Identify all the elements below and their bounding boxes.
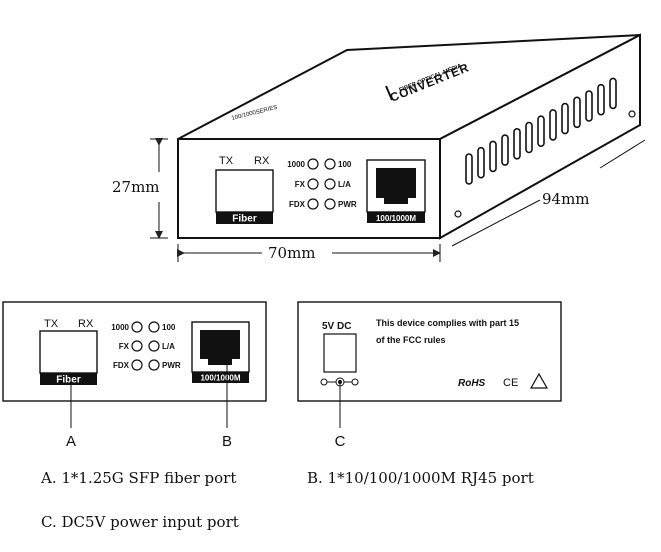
detail-led-label-100: 100 <box>162 323 176 332</box>
led-label-fx: FX <box>295 180 306 189</box>
led-100 <box>324 158 336 170</box>
ce-mark: CE <box>503 377 518 389</box>
vent-slot <box>609 77 617 110</box>
vent-slot <box>501 134 509 166</box>
led-label-1000: 1000 <box>287 160 305 169</box>
callout-label-c: C <box>335 433 346 450</box>
power-port-label: 5V DC <box>322 321 351 332</box>
led-label-la: L/A <box>338 180 351 189</box>
rj45-label-bar <box>367 212 425 223</box>
detail-led-label-1000: 1000 <box>111 323 129 332</box>
caption-rj45-port: B. 1*10/100/1000M RJ45 port <box>307 469 534 487</box>
height-dimension <box>150 138 168 239</box>
led-fx <box>307 178 319 190</box>
rear-panel-detail: 5V DC This device complies with part 15 … <box>297 301 562 402</box>
vent-slot <box>477 146 485 179</box>
side-screw-rear <box>628 110 636 118</box>
detail-sfp-label-bar <box>40 373 97 385</box>
vent-slot <box>597 83 605 116</box>
vent-slot <box>513 128 521 160</box>
width-dimension <box>177 244 441 262</box>
vent-slot <box>537 115 545 147</box>
caption-sfp-port: A. 1*1.25G SFP fiber port <box>41 469 237 487</box>
detail-sfp-tx-label: TX <box>44 318 59 330</box>
detail-led-label-fdx: FDX <box>113 361 130 370</box>
detail-led-fx <box>131 340 143 352</box>
detail-led-la <box>148 340 160 352</box>
led-label-fdx: FDX <box>289 200 306 209</box>
detail-sfp-rx-label: RX <box>78 318 94 330</box>
sfp-label-bar <box>216 212 273 224</box>
led-1000 <box>307 158 319 170</box>
sfp-fiber-label: Fiber <box>232 214 257 225</box>
vent-slot <box>585 90 593 122</box>
led-label-pwr: PWR <box>338 200 357 209</box>
side-screw-front <box>454 210 462 218</box>
detail-led-pwr <box>148 359 160 371</box>
detail-rj45-jack <box>200 330 240 365</box>
vent-slot <box>489 140 497 173</box>
sfp-port <box>215 169 274 213</box>
power-port <box>323 333 357 373</box>
detail-rj45-label-bar <box>192 372 249 383</box>
vent-slot <box>525 121 533 154</box>
fcc-notice-line2: of the FCC rules <box>376 335 446 345</box>
led-pwr <box>324 198 336 210</box>
detail-sfp-fiber-label: Fiber <box>56 375 81 386</box>
detail-rj45-speed-label: 100/1000M <box>200 374 240 383</box>
led-fdx <box>307 198 319 210</box>
vent-slot <box>573 96 581 129</box>
sfp-tx-label: TX <box>219 155 234 167</box>
detail-sfp-port <box>39 330 98 374</box>
top-accent-line <box>385 85 393 101</box>
callout-lines <box>70 355 341 428</box>
sfp-rx-label: RX <box>254 155 270 167</box>
vent-slot <box>465 153 473 185</box>
led-la <box>324 178 336 190</box>
callout-label-b: B <box>222 433 232 450</box>
front-panel-3d: TX RX Fiber 1000 100 FX L/A FDX PWR 100/… <box>215 155 426 225</box>
width-dimension-label: 70mm <box>268 244 316 262</box>
front-panel-detail: TX RX Fiber 1000 100 FX L/A FDX PWR 100/… <box>2 301 267 402</box>
vent-slots <box>465 77 617 185</box>
depth-dimension-label: 94mm <box>542 190 590 208</box>
rohs-mark: RoHS <box>458 378 486 389</box>
rj45-jack <box>376 168 416 204</box>
fcc-notice-line1: This device complies with part 15 <box>376 318 519 328</box>
height-dimension-label: 27mm <box>112 178 160 196</box>
esd-warning-icon <box>529 372 549 389</box>
detail-led-1000 <box>131 321 143 333</box>
rj45-speed-label: 100/1000M <box>376 214 416 223</box>
detail-led-label-la: L/A <box>162 342 175 351</box>
depth-dimension <box>451 139 646 247</box>
caption-power-port: C. DC5V power input port <box>41 513 239 531</box>
vent-slot <box>549 109 557 141</box>
led-label-100: 100 <box>338 160 352 169</box>
detail-led-label-fx: FX <box>119 342 130 351</box>
callout-label-a: A <box>66 433 76 450</box>
vent-slot <box>561 102 569 135</box>
detail-led-label-pwr: PWR <box>162 361 181 370</box>
detail-led-fdx <box>131 359 143 371</box>
detail-led-100 <box>148 321 160 333</box>
